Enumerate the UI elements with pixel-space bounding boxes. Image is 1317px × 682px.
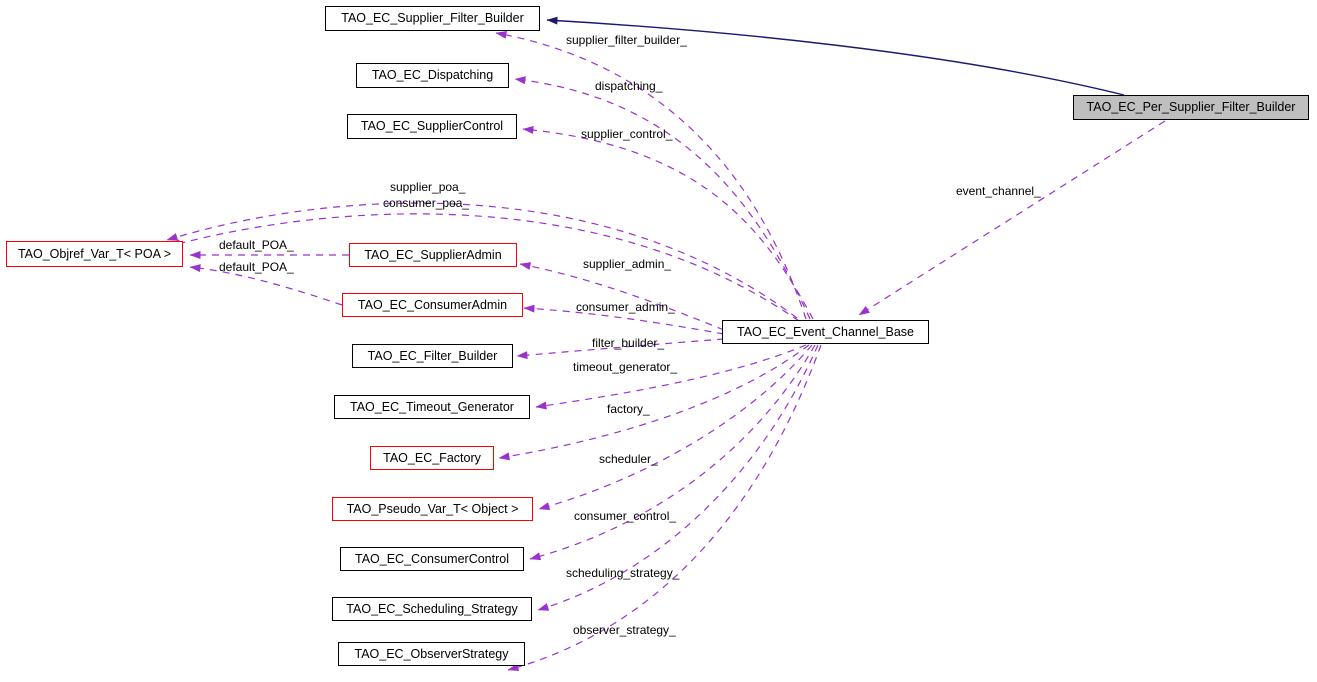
node-tao-objref-var-t-poa[interactable]: TAO_Objref_Var_T< POA > bbox=[6, 241, 183, 267]
node-tao-ec-supplieradmin[interactable]: TAO_EC_SupplierAdmin bbox=[349, 243, 517, 267]
edge-inheritance bbox=[546, 16, 1125, 96]
edge-supplier-control bbox=[522, 126, 814, 320]
edge-label-factory: factory_ bbox=[607, 402, 650, 416]
node-tao-ec-scheduling-strategy[interactable]: TAO_EC_Scheduling_Strategy bbox=[332, 597, 532, 621]
node-tao-ec-dispatching[interactable]: TAO_EC_Dispatching bbox=[356, 63, 509, 88]
edge-timeout-generator bbox=[535, 344, 807, 410]
edge-label-default-poa-supplier: default_POA_ bbox=[219, 238, 294, 252]
node-tao-ec-suppliercontrol[interactable]: TAO_EC_SupplierControl bbox=[347, 114, 517, 139]
node-tao-ec-supplier-filter-builder[interactable]: TAO_EC_Supplier_Filter_Builder bbox=[325, 6, 540, 31]
edge-label-observer-strategy: observer_strategy_ bbox=[573, 623, 676, 637]
node-tao-ec-timeout-generator[interactable]: TAO_EC_Timeout_Generator bbox=[334, 395, 530, 419]
edge-label-supplier-admin: supplier_admin_ bbox=[583, 257, 672, 271]
edge-label-event-channel: event_channel_ bbox=[956, 184, 1041, 198]
edge-supplier-filter-builder bbox=[495, 30, 807, 320]
node-tao-ec-per-supplier-filter-builder: TAO_EC_Per_Supplier_Filter_Builder bbox=[1073, 95, 1309, 120]
edge-scheduler bbox=[538, 344, 813, 511]
edge-scheduling-strategy bbox=[537, 344, 819, 611]
edge-label-timeout-generator: timeout_generator_ bbox=[573, 360, 678, 374]
node-tao-pseudo-var-t-object[interactable]: TAO_Pseudo_Var_T< Object > bbox=[332, 497, 533, 521]
node-tao-ec-consumercontrol[interactable]: TAO_EC_ConsumerControl bbox=[340, 547, 524, 571]
edge-consumer-control bbox=[529, 344, 816, 561]
node-tao-ec-observerstrategy[interactable]: TAO_EC_ObserverStrategy bbox=[338, 642, 525, 666]
node-tao-ec-filter-builder[interactable]: TAO_EC_Filter_Builder bbox=[352, 344, 513, 368]
edge-label-filter-builder: filter_builder_ bbox=[592, 336, 665, 350]
node-tao-ec-consumeradmin[interactable]: TAO_EC_ConsumerAdmin bbox=[342, 293, 523, 317]
edge-label-consumer-poa: consumer_poa_ bbox=[383, 196, 470, 210]
edge-label-scheduler: scheduler_ bbox=[599, 452, 658, 466]
edge-supplier-poa bbox=[166, 202, 798, 319]
edge-label-default-poa-consumer: default_POA_ bbox=[219, 260, 294, 274]
node-tao-ec-factory[interactable]: TAO_EC_Factory bbox=[370, 446, 494, 470]
edge-dispatching bbox=[514, 76, 811, 320]
edge-label-consumer-admin: consumer_admin_ bbox=[576, 300, 675, 314]
edge-event-channel bbox=[858, 120, 1166, 316]
edge-label-dispatching: dispatching_ bbox=[595, 79, 663, 93]
edge-label-consumer-control: consumer_control_ bbox=[574, 509, 677, 523]
edge-observer-strategy bbox=[507, 344, 822, 672]
edge-label-supplier-control: supplier_control_ bbox=[581, 127, 673, 141]
edge-default-poa-consumer bbox=[189, 264, 343, 306]
edge-label-supplier-filter-builder: supplier_filter_builder_ bbox=[566, 33, 687, 47]
edge-supplier-admin bbox=[519, 262, 725, 331]
node-tao-ec-event-channel-base[interactable]: TAO_EC_Event_Channel_Base bbox=[722, 320, 929, 344]
edge-label-supplier-poa: supplier_poa_ bbox=[390, 180, 466, 194]
edge-consumer-poa bbox=[169, 213, 800, 322]
edge-label-scheduling-strategy: scheduling_strategy_ bbox=[566, 566, 680, 580]
